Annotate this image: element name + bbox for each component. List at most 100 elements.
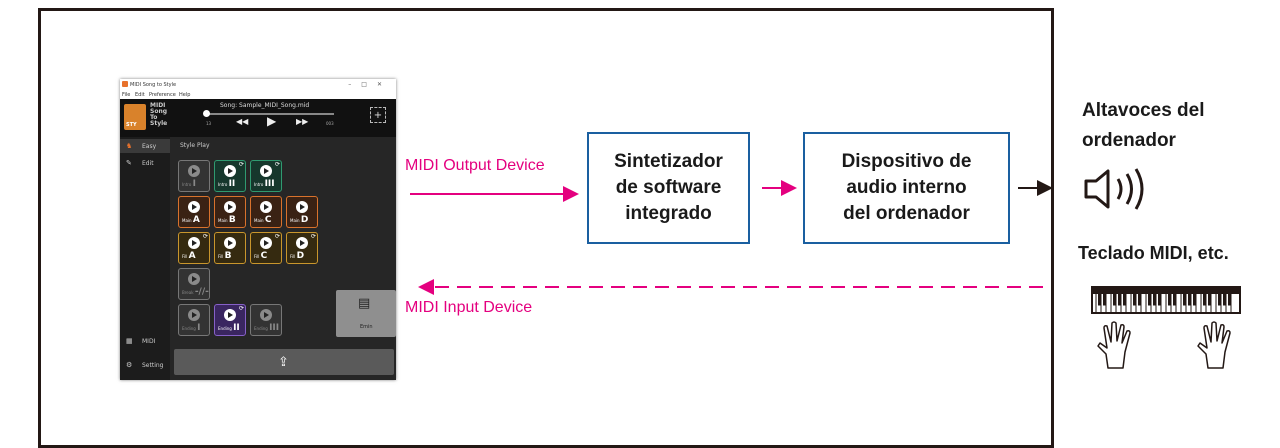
loop-icon: ⟳ <box>238 161 244 168</box>
pad-label: Fill C <box>254 251 267 261</box>
pad-label-name: Fill <box>218 254 225 259</box>
pad-label-name: Main <box>290 218 301 223</box>
pad-label-variant: B <box>224 251 232 261</box>
pad-label-variant: III <box>264 179 275 189</box>
pad-label-name: Main <box>218 218 229 223</box>
pad-main-a[interactable]: Main A <box>178 196 210 228</box>
loop-icon: ⟳ <box>274 233 280 240</box>
add-icon[interactable]: + <box>370 107 386 123</box>
flow-arrows <box>410 180 1053 295</box>
sidebar-item-setting[interactable]: ⚙ Setting <box>120 358 170 372</box>
pad-ending-ii[interactable]: ⟳ Ending II <box>214 304 246 336</box>
pad-intro-i[interactable]: Intro I <box>178 160 210 192</box>
time-start: 13 <box>206 121 212 126</box>
pad-label-variant: III <box>269 323 280 333</box>
sidebar-item-midi[interactable]: ▦ MIDI <box>120 334 170 348</box>
pad-main-c[interactable]: Main C <box>250 196 282 228</box>
pad-label-variant: C <box>260 251 268 261</box>
midi-keyboard-icon <box>1091 286 1241 314</box>
midi-icon: ▦ <box>126 337 133 345</box>
pad-label: Ending II <box>218 323 240 333</box>
chord-name: Emin <box>360 324 373 330</box>
tab-style-play[interactable]: Style Play <box>180 142 210 149</box>
pad-label-variant: I <box>192 179 196 189</box>
play-icon <box>224 309 236 321</box>
progress-knob[interactable] <box>203 110 210 117</box>
chord-chart-icon: ▤ <box>358 296 371 311</box>
midi-song-to-style-app: MIDI Song to Style –□✕ File Edit Prefere… <box>120 79 396 380</box>
pad-break-[interactable]: Break -//- <box>178 268 210 300</box>
rewind-icon[interactable]: ◀◀ <box>236 117 249 126</box>
pad-label-name: Intro <box>182 182 193 187</box>
play-icon <box>188 237 200 249</box>
gear-icon: ⚙ <box>126 361 133 369</box>
pad-ending-i[interactable]: Ending I <box>178 304 210 336</box>
pad-fill-b[interactable]: Fill B <box>214 232 246 264</box>
pad-fill-c[interactable]: ⟳ Fill C <box>250 232 282 264</box>
pad-label: Fill A <box>182 251 196 261</box>
export-bar[interactable]: ⇪ <box>174 349 394 375</box>
menu-edit[interactable]: Edit <box>135 92 145 98</box>
pad-label-name: Main <box>182 218 193 223</box>
pad-label-name: Intro <box>254 182 265 187</box>
play-icon[interactable]: ▶ <box>267 114 277 128</box>
share-icon[interactable]: ⇪ <box>278 354 289 369</box>
song-progress-slider[interactable] <box>203 110 334 117</box>
pad-label-variant: D <box>296 251 305 261</box>
pad-intro-ii[interactable]: ⟳Intro II <box>214 160 246 192</box>
speakers-title-line-2: ordenador <box>1082 130 1176 151</box>
pad-label: Main A <box>182 215 200 225</box>
pad-label-variant: II <box>228 179 236 189</box>
keyboard-title: Teclado MIDI, etc. <box>1078 243 1229 263</box>
sidebar: ♞ Easy ✎ Edit ▦ MIDI ⚙ Setting <box>120 137 170 380</box>
player-header: STY MIDI Song To Style Song: Sample_MIDI… <box>120 99 396 137</box>
window-titlebar: MIDI Song to Style –□✕ <box>120 79 396 90</box>
time-end: 003 <box>326 121 334 126</box>
pad-label-variant: D <box>300 215 309 225</box>
play-icon <box>188 309 200 321</box>
speaker-icon <box>1084 168 1144 210</box>
loop-icon: ⟳ <box>310 233 316 240</box>
pad-label-name: Break <box>182 290 195 295</box>
pad-fill-d[interactable]: ⟳Fill D <box>286 232 318 264</box>
pad-label: Intro III <box>254 179 275 189</box>
pad-label: Intro I <box>182 179 196 189</box>
pad-intro-iii[interactable]: ⟳Intro III <box>250 160 282 192</box>
sidebar-label-easy: Easy <box>142 143 157 150</box>
play-icon <box>296 201 308 213</box>
pad-fill-a[interactable]: ⟳ Fill A <box>178 232 210 264</box>
chord-display[interactable]: ▤ Emin <box>336 290 396 337</box>
pad-label-variant: B <box>228 215 236 225</box>
play-icon <box>260 237 272 249</box>
sidebar-label-midi: MIDI <box>142 338 156 345</box>
menu-help[interactable]: Help <box>179 92 191 98</box>
sidebar-item-easy[interactable]: ♞ Easy <box>120 139 170 153</box>
menu-file[interactable]: File <box>122 92 131 98</box>
pad-ending-iii[interactable]: Ending III <box>250 304 282 336</box>
pad-label-name: Main <box>254 218 265 223</box>
play-icon <box>260 309 272 321</box>
speakers-title-line-1: Altavoces del <box>1082 100 1205 121</box>
logo-text: MIDI Song To Style <box>150 102 168 127</box>
sidebar-label-setting: Setting <box>142 362 164 369</box>
pad-label-name: Fill <box>182 254 189 259</box>
menu-preference[interactable]: Preference <box>149 92 176 98</box>
pad-main-b[interactable]: Main B <box>214 196 246 228</box>
pad-label-name: Ending <box>182 326 198 331</box>
audio-line-3: del ordenador <box>843 203 970 224</box>
loop-icon: ⟳ <box>202 233 208 240</box>
pad-main-d[interactable]: Main D <box>286 196 318 228</box>
fast-forward-icon[interactable]: ▶▶ <box>296 117 309 126</box>
pad-label: Fill B <box>218 251 232 261</box>
window-controls[interactable]: –□✕ <box>348 81 392 88</box>
loop-icon: ⟳ <box>238 305 244 312</box>
sidebar-item-edit[interactable]: ✎ Edit <box>120 156 170 170</box>
play-icon <box>260 201 272 213</box>
pad-label: Main D <box>290 215 308 225</box>
play-icon <box>224 237 236 249</box>
pad-label-name: Ending <box>218 326 234 331</box>
pad-label-variant: I <box>197 323 201 333</box>
edit-icon: ✎ <box>126 159 132 167</box>
left-hand-icon <box>1097 321 1131 369</box>
